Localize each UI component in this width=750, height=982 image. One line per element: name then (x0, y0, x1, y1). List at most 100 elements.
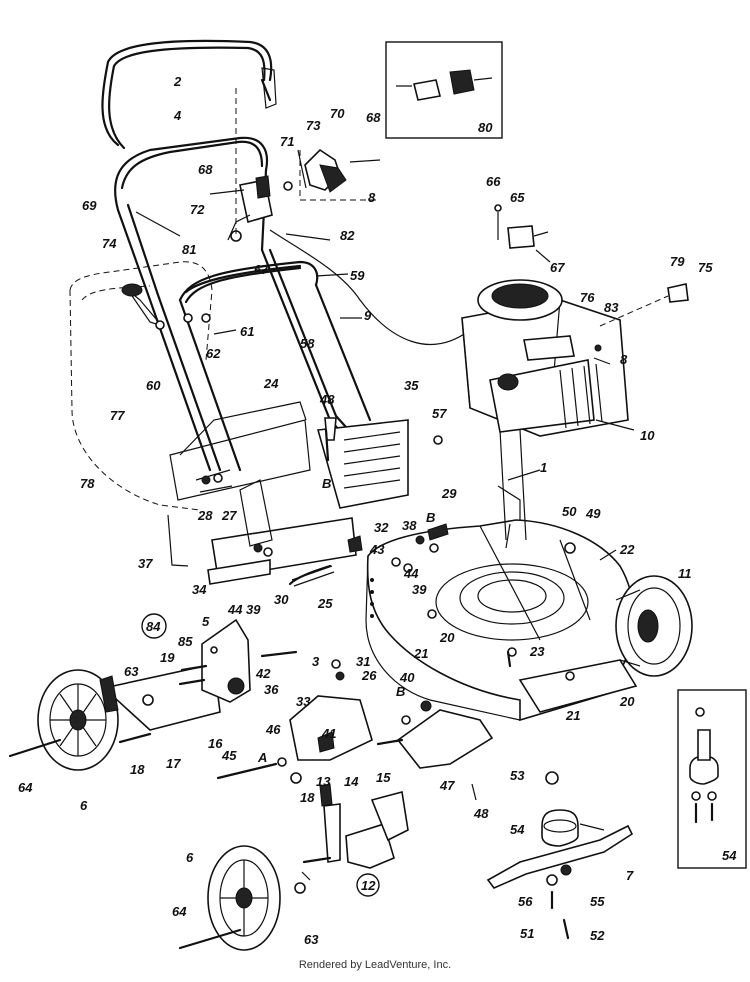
callout-56: 56 (518, 894, 533, 909)
callout-40: 40 (399, 670, 415, 685)
callout-65: 65 (510, 190, 525, 205)
callout-20a: 20 (439, 630, 455, 645)
callout-79: 79 (670, 254, 685, 269)
height-adjust-plate (178, 618, 251, 703)
callout-68a: 68 (366, 110, 381, 125)
callout-5: 5 (202, 614, 210, 629)
callout-61: 61 (240, 324, 254, 339)
callout-1: 1 (540, 460, 547, 475)
callout-6b: 6 (186, 850, 194, 865)
footer-credit: Rendered by LeadVenture, Inc. (298, 959, 452, 971)
callout-18b: 18 (300, 790, 315, 805)
callout-78: 78 (80, 476, 95, 491)
letter-b-3: B (396, 684, 405, 699)
callout-63a: 63 (124, 664, 139, 679)
callout-numbers: 2 4 73 70 68 71 68 72 8 69 74 82 67 81 5… (18, 74, 713, 947)
chute-door (376, 700, 494, 801)
callout-20b: 20 (619, 694, 635, 709)
misc-fasteners (260, 428, 576, 681)
callout-63b: 63 (304, 932, 319, 947)
callout-69: 69 (82, 198, 97, 213)
callout-43: 43 (369, 542, 385, 557)
circled-12-text: 12 (361, 878, 376, 893)
callout-67b: 67 (550, 260, 565, 275)
callout-32: 32 (374, 520, 389, 535)
callout-85: 85 (178, 634, 193, 649)
blade-assembly (486, 771, 634, 940)
letter-b-1: B (322, 476, 331, 491)
inset-54: 54 (677, 689, 747, 869)
callout-8b: 8 (620, 352, 628, 367)
callout-64a: 64 (18, 780, 33, 795)
inset-80: 80 (385, 41, 503, 139)
callout-62: 62 (206, 346, 221, 361)
callout-74: 74 (102, 236, 117, 251)
callout-41: 41 (321, 726, 336, 741)
callout-44a: 44 (227, 602, 243, 617)
callout-36: 36 (264, 682, 279, 697)
callout-51: 51 (520, 926, 534, 941)
callout-72: 72 (190, 202, 205, 217)
engine-column (499, 429, 527, 541)
callout-48a: 48 (319, 392, 335, 407)
engine-throttle-bracket (494, 204, 689, 352)
callout-2: 2 (173, 74, 182, 89)
callout-73: 73 (306, 118, 321, 133)
callout-39a: 39 (246, 602, 261, 617)
callout-4: 4 (173, 108, 182, 123)
callout-50: 50 (562, 504, 577, 519)
callout-22: 22 (619, 542, 635, 557)
callout-45: 45 (221, 748, 237, 763)
callout-67a: 67 (254, 262, 269, 277)
callout-57: 57 (432, 406, 447, 421)
callout-48b: 48 (473, 806, 489, 821)
callout-28: 28 (197, 508, 213, 523)
callout-37: 37 (138, 556, 153, 571)
callout-14: 14 (344, 774, 359, 789)
callout-21b: 21 (565, 708, 580, 723)
callout-49: 49 (585, 506, 601, 521)
callout-52: 52 (590, 928, 605, 943)
callout-77: 77 (110, 408, 125, 423)
inset-80-label: 80 (478, 120, 493, 135)
inset-54-label: 54 (722, 848, 737, 863)
letter-b-2: B (426, 510, 435, 525)
control-brackets (209, 88, 381, 242)
circled-84-text: 84 (146, 619, 161, 634)
rear-deflector (316, 417, 409, 509)
mower-deck (365, 485, 638, 722)
callout-83: 83 (604, 300, 619, 315)
callout-70: 70 (330, 106, 345, 121)
callout-24: 24 (263, 376, 279, 391)
hinge-plate (207, 479, 363, 587)
callout-13: 13 (316, 774, 331, 789)
callout-15: 15 (376, 770, 391, 785)
grass-bag (69, 261, 311, 567)
handle-brace (178, 260, 372, 472)
callout-31: 31 (356, 654, 370, 669)
callout-42: 42 (255, 666, 271, 681)
leader-lines (135, 211, 635, 881)
callout-46: 46 (265, 722, 281, 737)
callout-64b: 64 (172, 904, 187, 919)
callout-26: 26 (361, 668, 377, 683)
callout-39b: 39 (412, 582, 427, 597)
callout-7: 7 (626, 868, 634, 883)
callout-18a: 18 (130, 762, 145, 777)
front-right-wheel (615, 575, 693, 677)
callout-76: 76 (580, 290, 595, 305)
callout-59: 59 (350, 268, 365, 283)
callout-55: 55 (590, 894, 605, 909)
callout-11: 11 (678, 566, 692, 581)
callout-29: 29 (441, 486, 457, 501)
callout-71: 71 (280, 134, 294, 149)
engine (461, 279, 629, 437)
callout-38: 38 (402, 518, 417, 533)
callout-53: 53 (510, 768, 525, 783)
callout-33: 33 (296, 694, 311, 709)
circled-label-84: 84 (141, 613, 167, 639)
callout-23: 23 (529, 644, 545, 659)
callout-6a: 6 (80, 798, 88, 813)
rear-bracket (99, 663, 221, 744)
circled-label-12: 12 (356, 873, 380, 897)
